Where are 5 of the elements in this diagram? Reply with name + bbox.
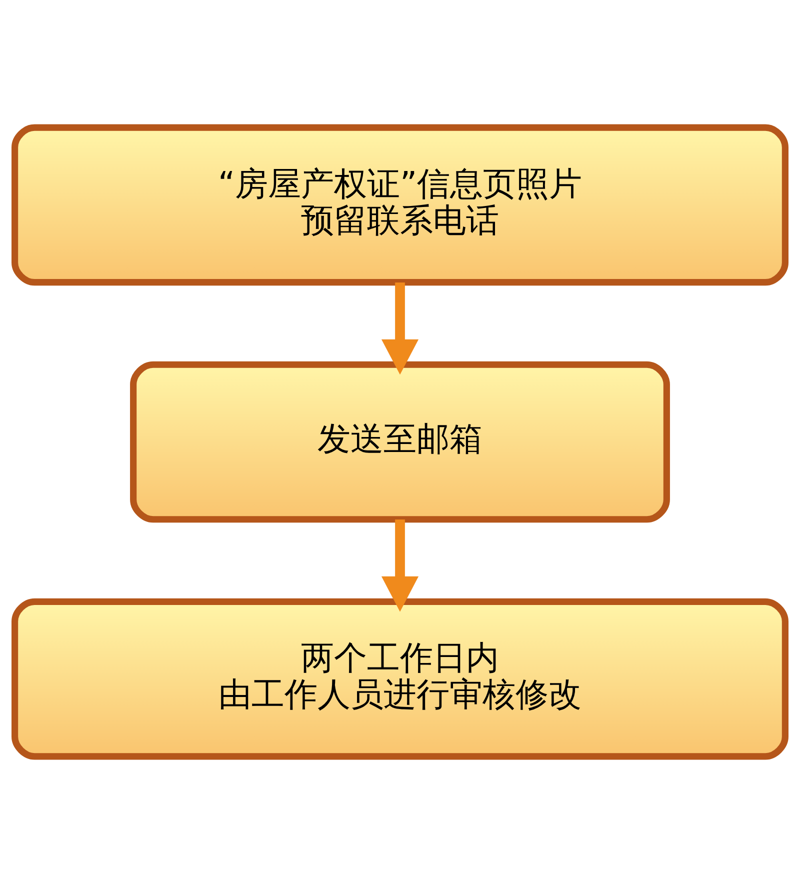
node-box: “房屋产权证”信息页照片 预留联系电话: [12, 124, 788, 286]
node-box: 两个工作日内 由工作人员进行审核修改: [12, 598, 788, 760]
arrow: [381, 519, 419, 612]
node-box: 发送至邮箱: [130, 360, 670, 522]
arrow: [381, 282, 419, 374]
